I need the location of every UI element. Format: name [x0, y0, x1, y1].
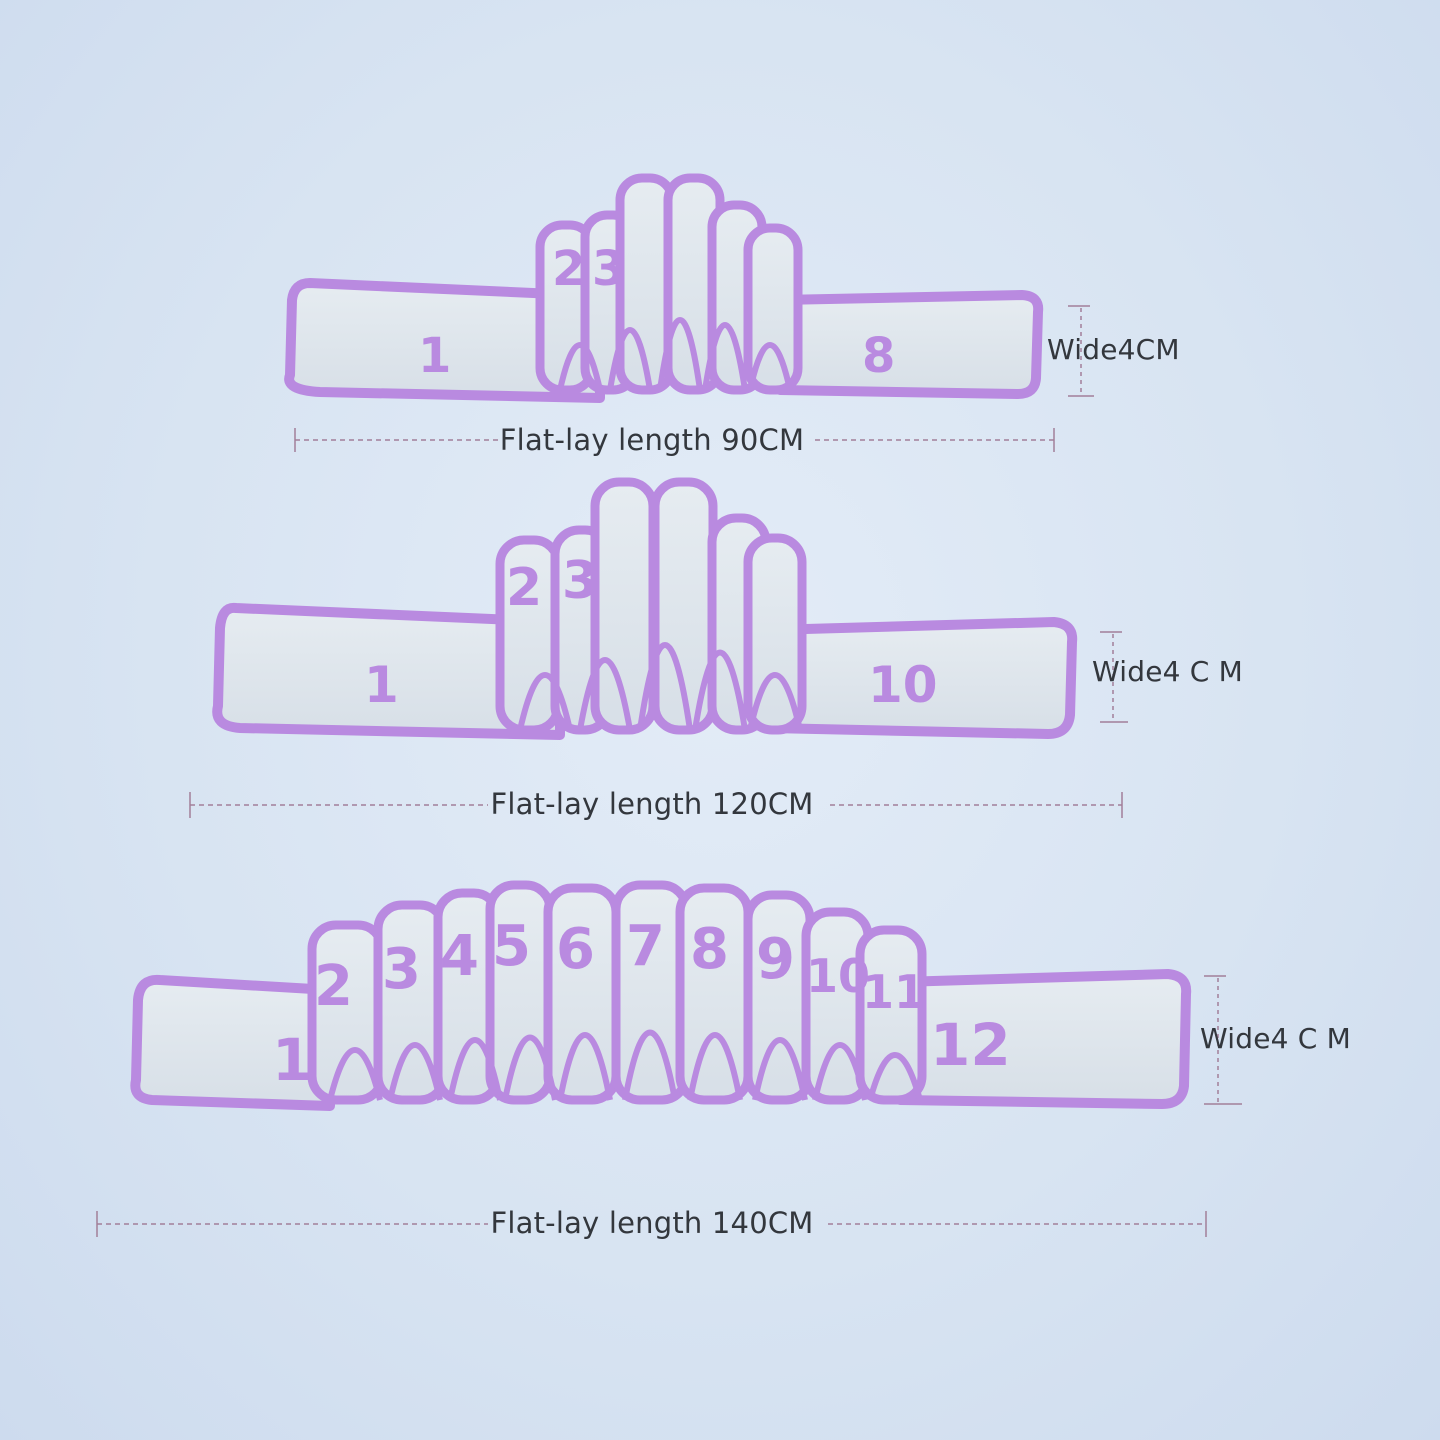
- strap-90cm-fold-number: 2: [552, 241, 585, 297]
- strap-140cm-width-dimension: [1204, 975, 1242, 1105]
- strap-120cm-right-number: 10: [868, 656, 938, 714]
- strap-90cm-left-number: 1: [418, 328, 451, 384]
- strap-120cm-length-label: Flat-lay length 120CM: [490, 787, 814, 821]
- strap-140cm-fold-number: 11: [862, 965, 926, 1019]
- strap-90cm-length-label: Flat-lay length 90CM: [499, 423, 805, 457]
- strap-140cm-left-end: [130, 974, 335, 1111]
- strap-140cm-right-end: [895, 969, 1192, 1109]
- strap-140cm-width-label: Wide4 C M: [1200, 1022, 1351, 1055]
- strap-90cm: [284, 173, 1044, 403]
- strap-120cm-left-number: 1: [364, 656, 399, 714]
- strap-140cm-fold-number: 6: [556, 917, 595, 982]
- strap-140cm-left-number: 1: [272, 1026, 312, 1094]
- strap-90cm-width-dimension: [1068, 305, 1094, 397]
- strap-120cm-folds: [495, 477, 807, 735]
- strap-120cm-fold-number: 3: [562, 551, 598, 611]
- strap-90cm-width-label: Wide4CM: [1047, 333, 1180, 366]
- strap-90cm-right-end: [775, 290, 1044, 399]
- strap-120cm-width-label: Wide4 C M: [1092, 655, 1243, 688]
- strap-140cm-fold-number: 9: [756, 927, 795, 992]
- strap-120cm-length-dimension: [189, 792, 1123, 818]
- strap-90cm-left-end: [284, 278, 605, 403]
- strap-140cm: [130, 880, 1192, 1111]
- strap-120cm: [212, 477, 1078, 740]
- strap-90cm-fold-number: 3: [592, 241, 625, 297]
- strap-140cm-right-number: 12: [930, 1011, 1011, 1079]
- strap-140cm-fold-number: 5: [492, 914, 531, 979]
- strap-120cm-left-end: [212, 602, 565, 740]
- strap-120cm-width-dimension: [1100, 631, 1128, 723]
- strap-140cm-fold-number: 8: [690, 917, 729, 982]
- strap-120cm-fold-number: 2: [506, 558, 542, 618]
- strap-140cm-fold-number: 2: [314, 954, 353, 1019]
- strap-140cm-fold-number: 3: [382, 937, 421, 1002]
- strap-90cm-length-dimension: [294, 428, 1055, 452]
- strap-140cm-length-dimension: [96, 1211, 1207, 1237]
- strap-120cm-right-end: [765, 617, 1078, 739]
- strap-140cm-fold-number: 4: [440, 924, 479, 989]
- strap-140cm-fold-number: 7: [626, 914, 665, 979]
- strap-140cm-fold-number: 10: [806, 949, 870, 1003]
- strap-90cm-right-number: 8: [862, 328, 895, 384]
- strap-140cm-length-label: Flat-lay length 140CM: [490, 1206, 814, 1240]
